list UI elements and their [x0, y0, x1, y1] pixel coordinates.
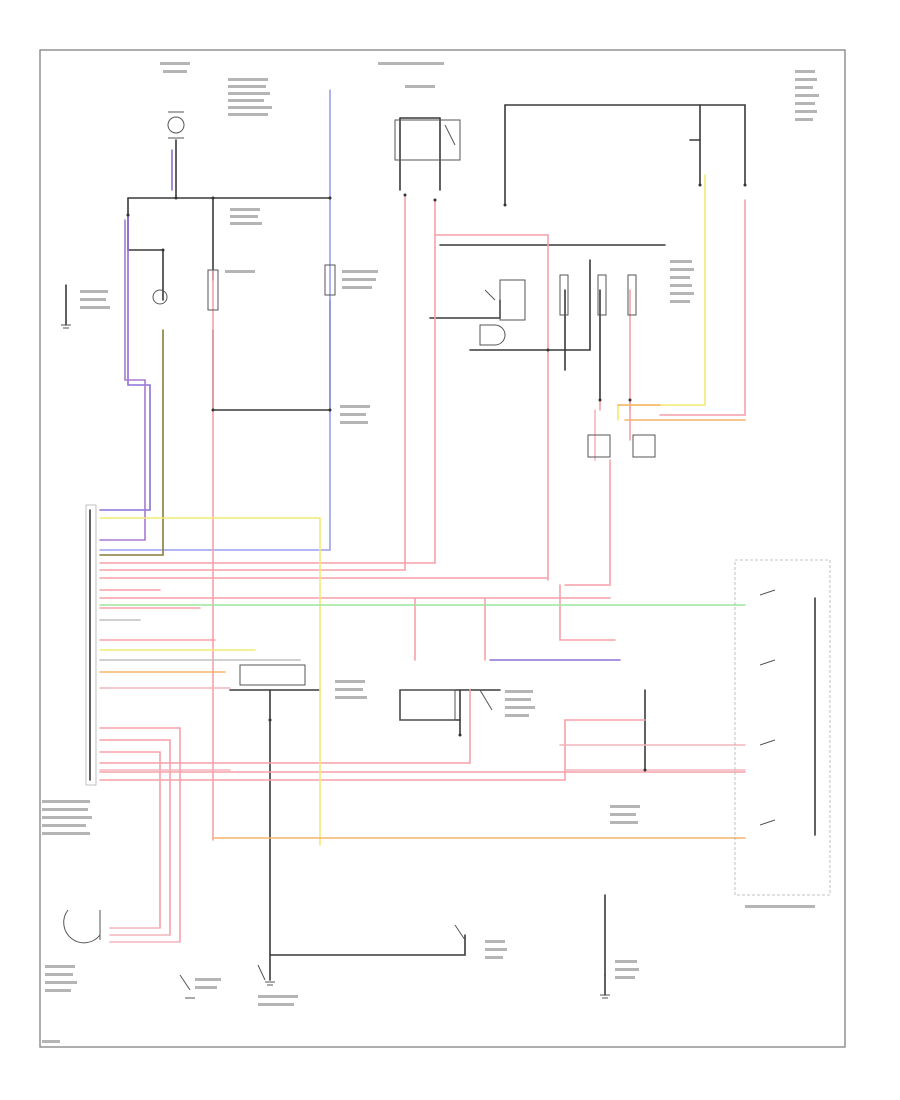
black-wires — [65, 104, 816, 996]
right-resistor-1-icon — [559, 274, 569, 316]
pink-wires — [99, 409, 746, 943]
left-resistor-icon — [207, 269, 219, 311]
lower-left-relay-icon — [239, 664, 306, 686]
right-lamp-icon — [632, 434, 656, 458]
left-lamp-icon — [587, 434, 611, 458]
right-resistor-2-icon — [597, 274, 607, 316]
top-relay-icon — [394, 119, 461, 161]
connector-dot-icon — [126, 183, 747, 772]
mid-relay-icon — [399, 689, 493, 721]
combination-switch-box — [734, 559, 831, 896]
center-resistor-icon — [324, 264, 336, 296]
center-relay-icon — [484, 279, 526, 321]
red-wires — [99, 194, 746, 943]
blue-violet-wires — [99, 89, 331, 551]
yellow-wires — [99, 174, 706, 846]
label-marks — [42, 62, 819, 1043]
ground-icon — [61, 324, 610, 999]
violet-wires — [99, 149, 621, 661]
right-resistor-3-icon — [627, 274, 637, 316]
and-gate-icon — [479, 324, 506, 346]
top-motor-icon — [167, 111, 185, 139]
diagram-frame — [39, 49, 846, 1048]
left-connector-block — [85, 504, 97, 786]
gray-wires — [99, 619, 301, 661]
orange-wires — [99, 404, 746, 839]
purple-wires — [99, 219, 146, 541]
left-circle-icon — [152, 289, 168, 305]
olive-wires — [99, 329, 164, 556]
bottom-motor-icon — [63, 909, 101, 944]
switch-contact-icon — [179, 589, 776, 991]
